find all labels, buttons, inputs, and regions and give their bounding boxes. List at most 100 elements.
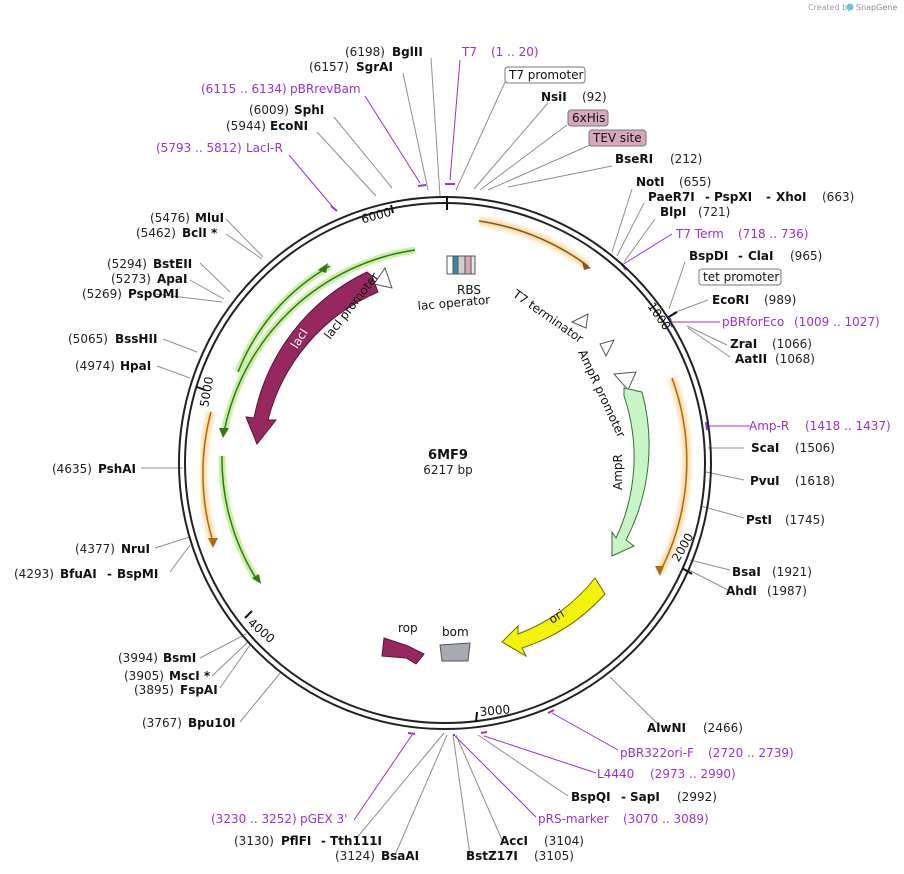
primer-prsmarker-range: (3070 .. 3089) <box>623 812 709 826</box>
ampr-feature[interactable] <box>611 387 650 557</box>
primer-ampr-range: (1418 .. 1437) <box>805 419 891 433</box>
enzyme-bsaai[interactable]: BsaAI <box>381 849 419 863</box>
enzyme-bsshii[interactable]: BssHII <box>115 332 157 346</box>
primer-pbrforeco-range: (1009 .. 1027) <box>794 315 880 329</box>
enzyme-xhoi[interactable]: XhoI <box>776 190 807 204</box>
enzyme-mlui[interactable]: MluI <box>195 211 224 225</box>
enzyme-pspxi[interactable]: PspXI <box>714 190 752 204</box>
primer-lacir-range: (5793 .. 5812) <box>156 141 242 155</box>
bom-feature[interactable] <box>439 642 471 662</box>
enzyme-bspmi[interactable]: BspMI <box>117 567 158 581</box>
primer-pbrforeco[interactable]: pBRforEco <box>722 315 784 329</box>
enzyme-paer7i[interactable]: PaeR7I <box>648 190 695 204</box>
enzyme-bseri-position: (212) <box>670 152 702 166</box>
enzyme-bsmi[interactable]: BsmI <box>163 651 196 665</box>
enzyme-bsaai-position: (3124) <box>335 849 375 863</box>
tev-site-box <box>588 129 647 147</box>
enzyme-bstz17i-position: (3105) <box>534 849 574 863</box>
svg-text:-: - <box>766 190 771 204</box>
enzyme-nrui-position: (4377) <box>75 542 115 556</box>
enzyme-pshai[interactable]: PshAI <box>98 462 136 476</box>
primer-prsmarker[interactable]: pRS-marker <box>538 812 609 826</box>
primer-t7term-range: (718 .. 736) <box>738 227 808 241</box>
enzyme-bspqi[interactable]: BspQI <box>571 790 611 804</box>
enzyme-zrai[interactable]: ZraI <box>730 337 757 351</box>
enzyme-econi[interactable]: EcoNI <box>270 119 308 133</box>
ori-feature[interactable] <box>501 577 606 658</box>
enzyme-fspai[interactable]: FspAI <box>180 683 218 697</box>
lacI-feature[interactable] <box>245 271 379 445</box>
primer-t7term[interactable]: T7 Term <box>675 227 724 241</box>
enzyme-sphi[interactable]: SphI <box>294 103 324 117</box>
tev-site-label[interactable]: TEV site <box>592 131 642 145</box>
tick-3000: 3000 <box>479 702 511 719</box>
enzyme-ahdi[interactable]: AhdI <box>726 584 757 598</box>
rop-feature[interactable] <box>381 637 425 665</box>
tick-4000: 4000 <box>245 616 277 646</box>
tick-6000: 6000 <box>360 205 393 226</box>
lac-operator-block <box>446 255 476 275</box>
enzyme-nrui[interactable]: NruI <box>121 542 150 556</box>
enzyme-bpu10i[interactable]: Bpu10I <box>188 716 235 730</box>
primer-pgex3-range: (3230 .. 3252) <box>211 812 297 826</box>
enzyme-sphi-position: (6009) <box>249 103 289 117</box>
primer-l4440[interactable]: L4440 <box>597 767 634 781</box>
enzyme-psti[interactable]: PstI <box>746 513 772 527</box>
enzyme-bcli-position: (5462) <box>136 226 176 240</box>
enzyme-pspomi[interactable]: PspOMI <box>128 287 179 301</box>
enzyme-bseri[interactable]: BseRI <box>615 152 653 166</box>
svg-text:-: - <box>321 834 326 848</box>
enzyme-bsteii-position: (5294) <box>107 257 147 271</box>
enzyme-sgrai-position: (6157) <box>309 60 349 74</box>
enzyme-hpai-position: (4974) <box>75 359 115 373</box>
t7-promoter-label[interactable]: T7 promoter <box>508 68 584 82</box>
scale-ticks <box>196 196 693 723</box>
enzyme-blpi[interactable]: BlpI <box>660 205 686 219</box>
enzyme-acci[interactable]: AccI <box>500 834 528 848</box>
primer-pbr322ori[interactable]: pBR322ori-F <box>620 746 694 760</box>
enzyme-clai[interactable]: ClaI <box>748 249 773 263</box>
enzyme-nsii[interactable]: NsiI <box>541 90 567 104</box>
6xhis-label[interactable]: 6xHis <box>572 111 605 125</box>
t7-terminator-marker <box>570 313 589 329</box>
enzyme-bfuai[interactable]: BfuAI <box>60 567 97 581</box>
enzyme-sgrai[interactable]: SgrAI <box>356 60 393 74</box>
backbone-outer <box>178 196 712 730</box>
tet-promoter-label[interactable]: tet promoter <box>703 270 779 284</box>
enzyme-aatii[interactable]: AatII <box>735 352 767 366</box>
primer-t7-range: (1 .. 20) <box>491 45 539 59</box>
enzyme-bfuai-position: (4293) <box>14 567 54 581</box>
primer-pbrrevbam[interactable]: pBRrevBam <box>290 82 361 96</box>
enzyme-bspdi[interactable]: BspDI <box>689 249 728 263</box>
enzyme-alwni[interactable]: AlwNI <box>647 721 686 735</box>
primer-ampr[interactable]: Amp-R <box>749 419 789 433</box>
primer-lacir[interactable]: LacI-R <box>246 141 283 155</box>
enzyme-apai[interactable]: ApaI <box>157 272 187 286</box>
orf-arcs-green <box>218 246 416 584</box>
enzyme-noti[interactable]: NotI <box>636 175 665 189</box>
enzyme-pflfi[interactable]: PflFI <box>281 834 311 848</box>
6xhis-box <box>567 109 609 127</box>
enzyme-ahdi-position: (1987) <box>767 584 807 598</box>
enzyme-bsmi-position: (3994) <box>118 651 158 665</box>
enzyme-tth111i[interactable]: Tth111I <box>330 834 382 848</box>
enzyme-sapi[interactable]: SapI <box>630 790 660 804</box>
svg-text:-: - <box>621 790 626 804</box>
t7-terminator-label: T7 terminator <box>509 286 586 345</box>
enzyme-msci[interactable]: MscI * <box>169 669 211 683</box>
enzyme-bsai[interactable]: BsaI <box>732 565 761 579</box>
enzyme-bglii[interactable]: BglII <box>392 45 423 59</box>
enzyme-bstz17i[interactable]: BstZ17I <box>466 849 518 863</box>
enzyme-scai[interactable]: ScaI <box>751 441 779 455</box>
enzyme-ecori[interactable]: EcoRI <box>712 293 749 307</box>
primer-t7[interactable]: T7 <box>461 45 477 59</box>
enzyme-bsteii[interactable]: BstEII <box>153 257 192 271</box>
svg-text:-: - <box>738 249 743 263</box>
enzyme-hpai[interactable]: HpaI <box>120 359 151 373</box>
primer-pgex3[interactable]: pGEX 3' <box>300 812 347 826</box>
enzyme-pvui[interactable]: PvuI <box>750 474 780 488</box>
enzyme-bcli[interactable]: BclI * <box>182 226 218 240</box>
tet-marker <box>599 339 615 358</box>
ampr-promoter-marker <box>612 371 637 391</box>
